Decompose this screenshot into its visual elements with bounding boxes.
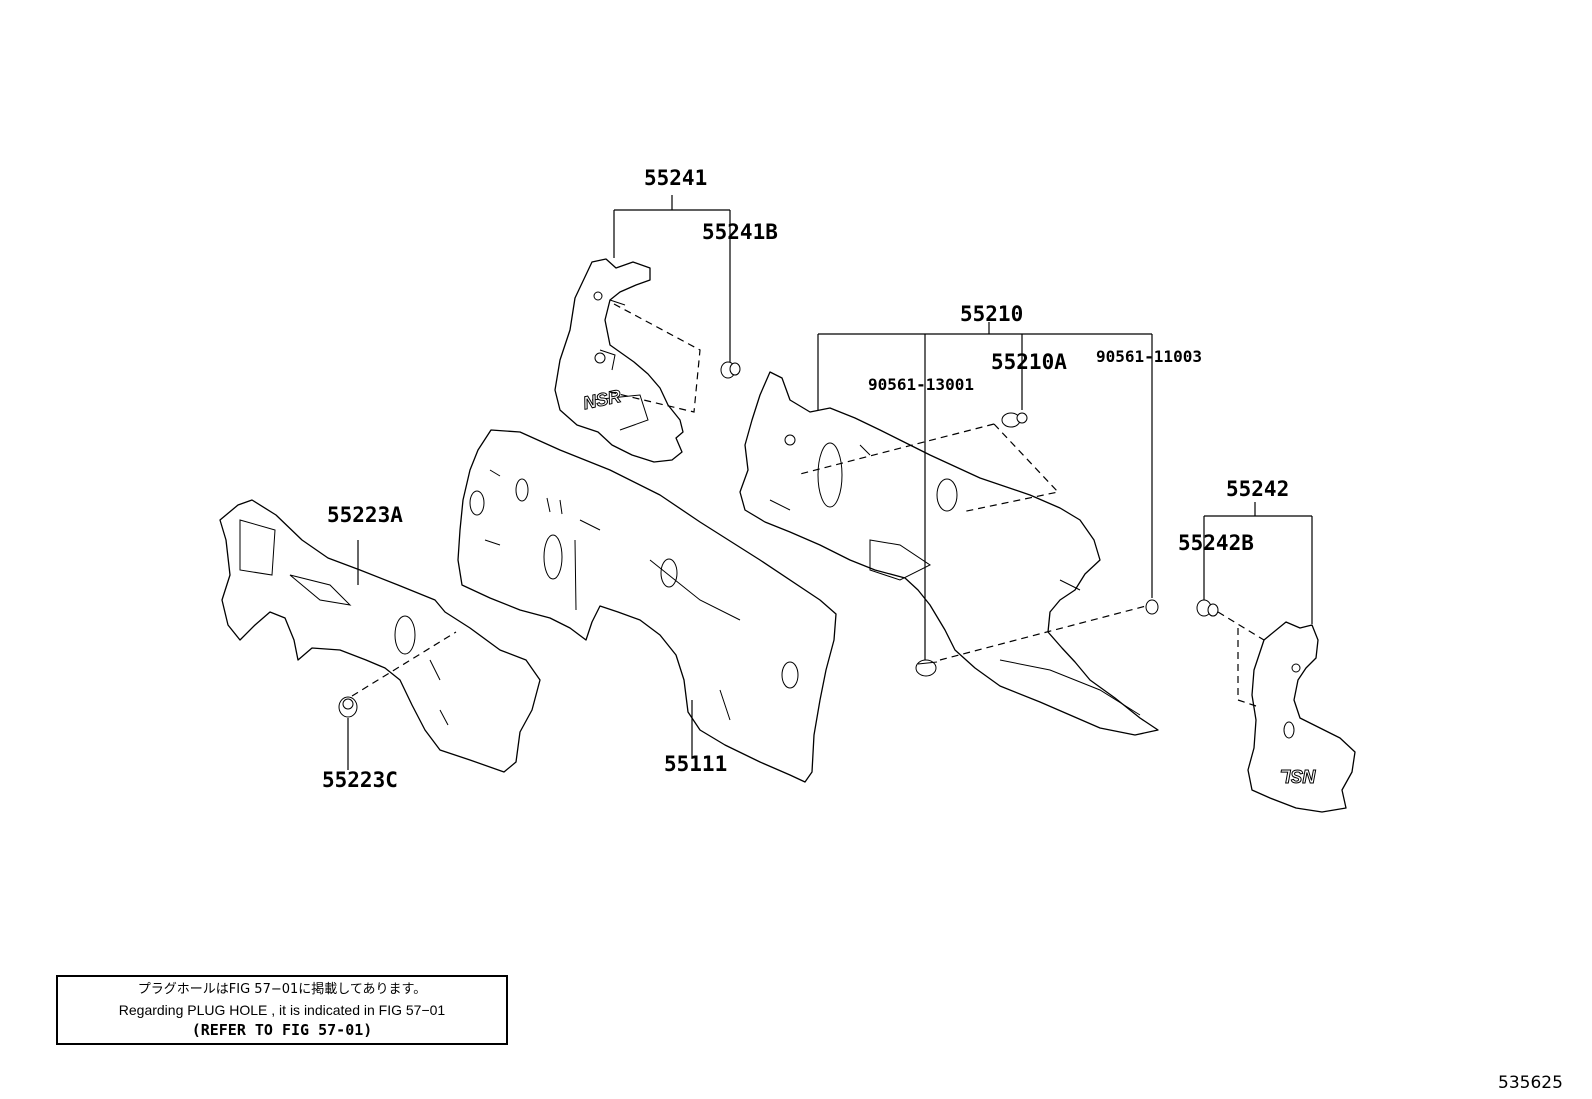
hole	[469, 490, 485, 516]
figure-id: 535625	[1498, 1073, 1563, 1093]
hole	[515, 478, 529, 502]
callout-90561-11003[interactable]: 90561-11003	[1096, 347, 1202, 366]
clip-90561-13001[interactable]	[915, 659, 938, 677]
callout-55111[interactable]: 55111	[664, 752, 727, 776]
note-box: プラグホールはFIG 57−01に掲載してあります。 Regarding PLU…	[56, 975, 508, 1045]
leader-lines	[347, 195, 1313, 770]
note-line-reference[interactable]: (REFER TO FIG 57-01)	[191, 1021, 373, 1039]
clip-55223c[interactable]	[338, 696, 358, 718]
callout-55241[interactable]: 55241	[644, 166, 707, 190]
hole	[594, 352, 606, 364]
hole	[1291, 663, 1301, 673]
hole	[1283, 721, 1295, 739]
part-55223a-insulator[interactable]	[219, 499, 541, 773]
hole	[781, 661, 799, 689]
callout-55242b[interactable]: 55242B	[1178, 531, 1254, 555]
part-55210-insulator[interactable]	[739, 371, 1159, 736]
hole	[936, 478, 958, 512]
hole	[660, 558, 678, 588]
callout-90561-13001[interactable]: 90561-13001	[868, 375, 974, 394]
hole	[543, 534, 563, 580]
callout-55242[interactable]: 55242	[1226, 477, 1289, 501]
note-line-english: Regarding PLUG HOLE , it is indicated in…	[118, 1002, 446, 1018]
clip-55241b[interactable]	[720, 361, 741, 379]
callout-55210[interactable]: 55210	[960, 302, 1023, 326]
clip-90561-11003[interactable]	[1145, 599, 1159, 615]
dashed-assembly-lines	[351, 303, 1265, 707]
note-line-japanese: プラグホールはFIG 57−01に掲載してあります。	[137, 982, 427, 997]
part-55241-insulator-nsr[interactable]: NSR	[554, 258, 684, 463]
stamp-nsl: NSL	[1280, 766, 1316, 786]
hole	[784, 434, 796, 446]
part-55242-insulator-nsl[interactable]: NSL	[1247, 621, 1356, 813]
callout-55210a[interactable]: 55210A	[991, 350, 1067, 374]
hole	[817, 442, 843, 508]
clip-55242b[interactable]	[1196, 599, 1219, 617]
hole	[394, 615, 416, 655]
part-55111-dash-panel[interactable]	[457, 429, 837, 783]
hole	[593, 291, 603, 301]
callout-55223a[interactable]: 55223A	[327, 503, 403, 527]
callout-55241b[interactable]: 55241B	[702, 220, 778, 244]
clip-55210a[interactable]	[1001, 412, 1028, 428]
callout-55223c[interactable]: 55223C	[322, 768, 398, 792]
